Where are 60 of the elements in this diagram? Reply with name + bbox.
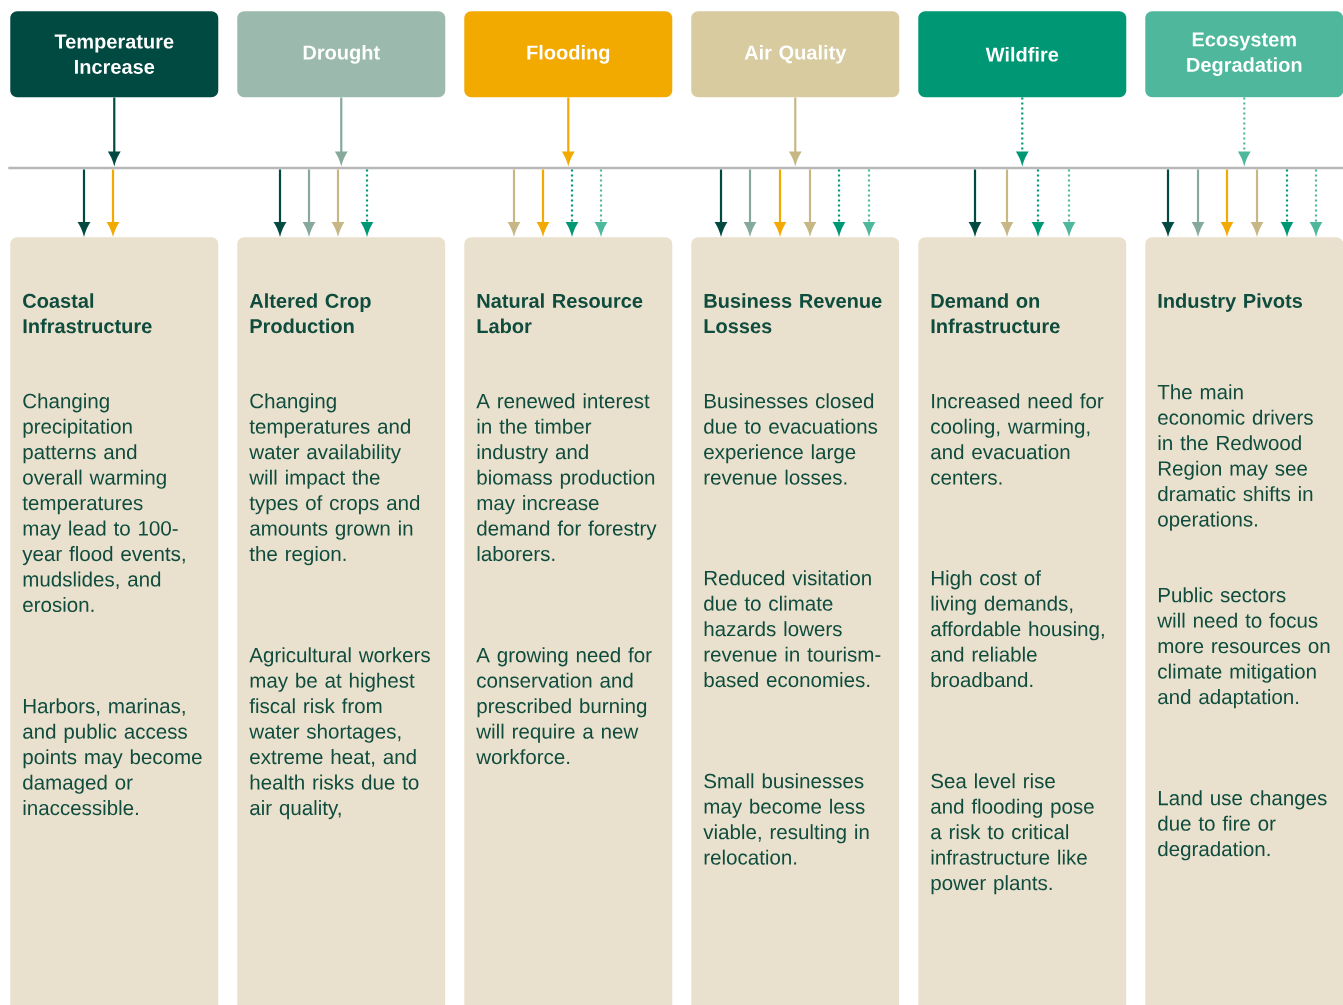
impact-text: The main economic drivers in the Redwood Region may see dramatic shifts in operations. [1157,384,1313,531]
impact-heading: Business Revenue Losses [704,293,882,334]
impact-heading: Industry Pivots [1158,293,1302,312]
arrow [1016,97,1028,164]
hazard-box: Drought [237,11,446,98]
arrow [1192,169,1204,235]
arrow [833,169,845,235]
arrow [1001,169,1013,235]
arrow [274,169,286,235]
impact-text: Businesses closed due to evacuations experience large revenue losses. [704,393,878,485]
impact-text: Reduced visitation due to climate hazards lowers revenue in tourism-based economies. [704,570,881,688]
arrow [562,97,574,164]
impact-text: Public sectors will need to focus more resources on climate mitigation and adaptation. [1157,587,1330,709]
arrow [303,169,315,235]
impact-text: Changing precipitation patterns and overall warming temperatures may lead to 100-year flood events, mudslides, and erosion. [22,393,185,613]
impact-text: A renewed interest in the timber industry and biomass production may increase demand for forestry laborers. [476,393,657,562]
impact-heading: Altered Crop Production [249,293,371,334]
impact-text: Harbors, marinas, and public access points may become damaged or inaccessible. [23,698,202,816]
arrow [332,169,344,235]
hazard-box: Air Quality [691,11,900,98]
arrow [744,169,756,235]
arrow [804,169,816,235]
impact-heading: Demand on Infrastructure [931,293,1060,334]
impact-text: Changing temperatures and water availability will impact the types of crops and amounts grown in the region. [249,393,420,566]
arrow [361,169,373,235]
arrow [789,97,801,164]
impact-heading: Coastal Infrastructure [23,293,152,334]
hazard-box: Wildfire [918,11,1127,98]
arrow [1063,169,1075,235]
arrow [969,169,981,235]
hazard-box: Flooding [464,11,673,98]
arrow [78,169,90,235]
impact-text: High cost of living demands, affordable housing, and reliable broadband. [931,570,1104,688]
impact-text: Increased need for cooling, warming, and evacuation centers. [931,393,1104,485]
impact-heading: Natural Resource Labor [477,293,643,334]
impact-text: Land use changes due to fire or degradation. [1158,790,1327,861]
hazard-box: Ecosystem Degradation [1145,11,1343,98]
arrow [863,169,875,235]
arrow [1281,169,1293,235]
impact-text: A growing need for conservation and prescribed burning will require a new workforce. [476,647,652,765]
bus-line [8,166,1343,170]
impact-text: Agricultural workers may be at highest fiscal risk from water shortages, extreme heat, and health risks due to air quality, [249,647,430,820]
arrow [1221,169,1233,235]
arrow [508,169,520,235]
arrow [715,169,727,235]
arrow [108,97,120,164]
arrow [566,169,578,235]
arrow [1310,169,1322,235]
arrow [1251,169,1263,235]
arrow [335,97,347,164]
arrow [1162,169,1174,235]
hazard-box: Temperature Increase [10,11,219,98]
arrow [1032,169,1044,235]
impact-text: Small businesses may become less viable, resulting in relocation. [703,773,869,865]
arrow [774,169,786,235]
arrow [595,169,607,235]
arrow [1238,97,1250,164]
impact-text: Sea level rise and flooding pose a risk to critical infrastructure like power plants. [931,773,1094,895]
arrow [537,169,549,235]
arrow [107,169,119,235]
